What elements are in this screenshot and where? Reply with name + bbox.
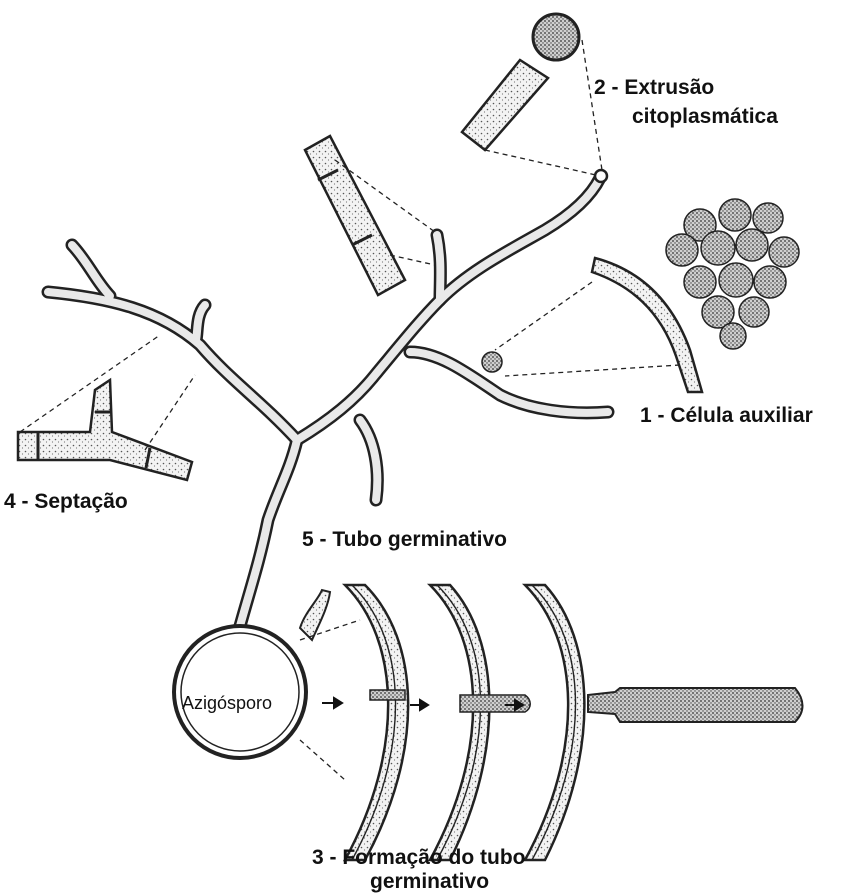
label-septation: 4 - Septação — [4, 490, 128, 514]
septation-detail — [18, 335, 195, 480]
septum-detail-upper — [305, 136, 435, 295]
label-formation-line1: 3 - Formação do tubo — [312, 846, 526, 870]
label-germ-tube: 5 - Tubo germinativo — [302, 528, 507, 552]
label-azygospore: Azigósporo — [182, 693, 272, 713]
extrusion-detail — [462, 14, 602, 175]
label-extrusion-line1: 2 - Extrusão — [594, 76, 714, 100]
label-extrusion-line2: citoplasmática — [632, 105, 778, 129]
label-formation-line2: germinativo — [370, 870, 489, 894]
label-auxiliary-cell: 1 - Célula auxiliar — [640, 404, 813, 428]
hyphal-network — [48, 170, 608, 626]
germ-tube-formation — [174, 585, 803, 860]
